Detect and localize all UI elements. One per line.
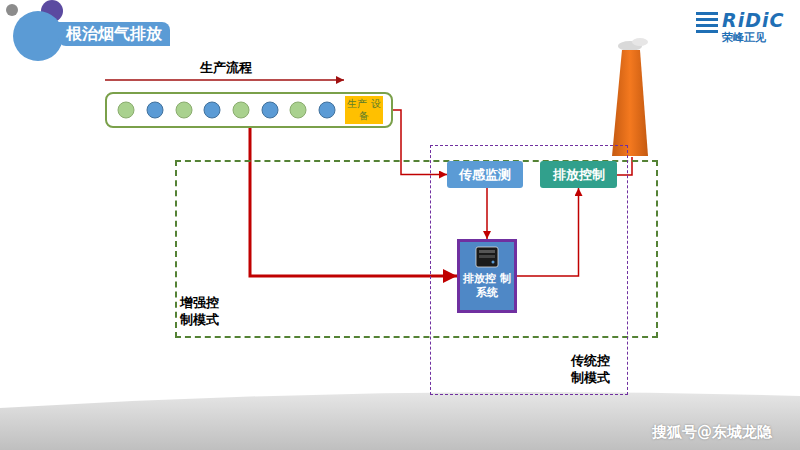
deco-circle <box>13 11 63 61</box>
control-system-box: 排放控 制系统 <box>457 239 517 313</box>
logo-icon <box>696 12 718 33</box>
flow-connector <box>393 110 447 175</box>
process-circles <box>118 102 335 118</box>
title-banner: 根治烟气排放 <box>58 22 170 46</box>
ground-band <box>0 392 800 450</box>
production-line: 生产流程生产 设备 <box>105 92 393 128</box>
node-text: 生产流程 <box>200 59 252 77</box>
line-fill <box>106 93 392 127</box>
equipment-box: 生产 设备 <box>345 96 383 124</box>
sensor-box: 传感监测 <box>447 161 523 188</box>
logo-subtext: 荣峰正见 <box>722 30 766 45</box>
logo-text: RiDiC <box>722 9 784 31</box>
node-text: 传感监测 <box>459 166 511 184</box>
emission-control-box: 排放控制 <box>540 161 617 188</box>
node-text: 排放控 制系统 <box>462 272 512 300</box>
node-text: 生产 设备 <box>346 98 382 122</box>
flow-connector <box>517 188 579 276</box>
deco-circle <box>6 4 18 16</box>
watermark: 搜狐号@东城龙隐 <box>652 423 772 442</box>
server-icon <box>474 245 500 269</box>
chimney <box>612 38 648 156</box>
node-text: 传统控 制模式 <box>571 352 615 386</box>
flow-arrow <box>105 79 344 81</box>
flow-connector <box>250 128 457 276</box>
node-text: 增强控 制模式 <box>180 294 224 328</box>
node-text: 排放控制 <box>553 166 605 184</box>
flow-connector <box>486 188 488 239</box>
traditional-mode-region: 传统控 制模式 传感监测 排放控制排放控 制系统 <box>430 145 628 395</box>
